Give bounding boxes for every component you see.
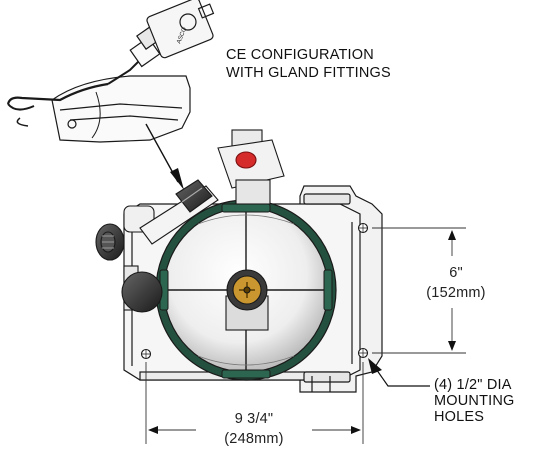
holes-label: HOLES	[434, 409, 485, 425]
width-inches-label: 9 3/4"	[234, 411, 274, 427]
position-indicator-gauge	[225, 269, 269, 331]
gland-fittings-label: WITH GLAND FITTINGS	[226, 65, 391, 81]
solenoid-coil	[217, 129, 285, 205]
mounting-label: MOUNTING	[434, 393, 515, 409]
ce-leader-arrow	[145, 123, 184, 190]
height-mm-label: (152mm)	[426, 285, 486, 301]
width-dimension-lines	[145, 362, 364, 444]
solenoid-conduit	[139, 179, 219, 245]
mounting-holes-leader	[368, 358, 430, 387]
height-dimension-lines	[372, 227, 466, 354]
width-mm-label: (248mm)	[224, 431, 284, 447]
manual-override-knob	[121, 265, 163, 313]
ce-configuration-label: CE CONFIGURATION	[226, 47, 374, 63]
mounting-holes-spec-label: (4) 1/2" DIA	[434, 377, 512, 393]
height-inches-label: 6"	[449, 265, 463, 281]
ce-inset-view: ASCO	[6, 0, 215, 143]
